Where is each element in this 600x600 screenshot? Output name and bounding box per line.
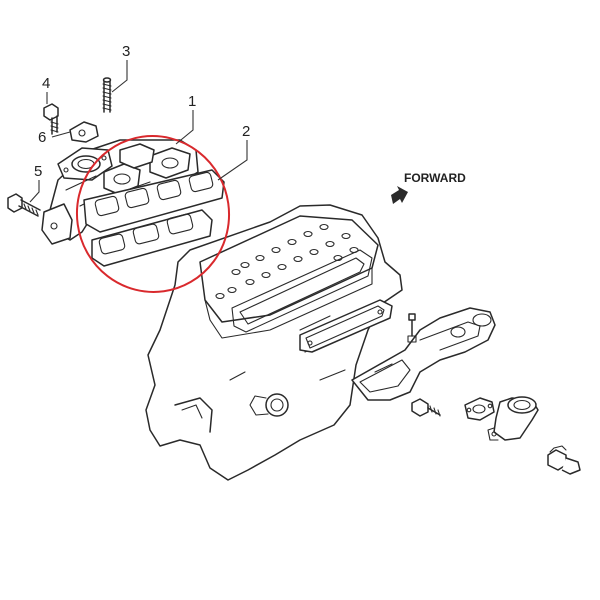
callout-3: 3 (122, 43, 130, 60)
callout-leaders (29, 60, 248, 203)
callout-1: 1 (188, 93, 196, 110)
callout-6: 6 (38, 129, 46, 146)
drain-plug (547, 445, 581, 475)
long-bolt (7, 193, 41, 217)
engine-block (145, 204, 403, 481)
head-bolts (215, 223, 359, 300)
water-outlet-elbow (487, 396, 539, 441)
thermostat-gasket (464, 397, 495, 421)
callout-4: 4 (42, 75, 50, 92)
forward-label: FORWARD (404, 171, 466, 185)
housing-bolt (411, 398, 441, 417)
manifold-stud (102, 77, 112, 113)
manifold-bolt (43, 103, 59, 135)
exhaust-manifold-gasket (83, 169, 225, 267)
thermostat-housing (351, 307, 496, 401)
side-cover-gasket (299, 299, 393, 353)
lock-plate (69, 121, 99, 143)
callout-2: 2 (242, 123, 250, 140)
callout-5: 5 (34, 163, 42, 180)
highlight-circle (75, 135, 231, 293)
forward-direction-indicator: FORWARD (391, 171, 466, 204)
